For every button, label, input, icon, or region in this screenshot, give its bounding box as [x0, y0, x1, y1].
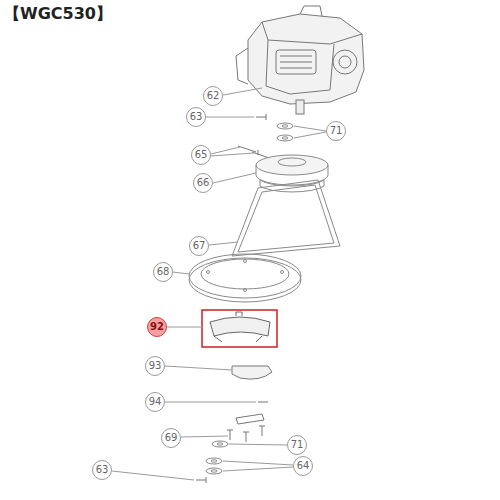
callout-number: 68	[153, 262, 173, 282]
callout-number: 63	[186, 107, 206, 127]
plate-screws	[227, 414, 265, 442]
guard-bracket	[210, 312, 270, 342]
ring	[189, 254, 301, 302]
callout-number: 69	[161, 428, 181, 448]
callout-number: 64	[293, 456, 313, 476]
engine	[236, 6, 364, 114]
callout-number: 67	[189, 236, 209, 256]
callout-number: 63	[92, 460, 112, 480]
callout-number: 71	[287, 435, 307, 455]
callout-number: 92	[147, 317, 167, 337]
callout-number: 66	[193, 173, 213, 193]
diagram-title: 【WGC530】	[4, 4, 112, 25]
callout-number: 71	[326, 121, 346, 141]
callout-number: 62	[203, 86, 223, 106]
callout-number: 93	[145, 356, 165, 376]
callout-number: 65	[191, 145, 211, 165]
belt	[232, 180, 340, 256]
callout-number: 94	[145, 392, 165, 412]
leader-lines	[112, 88, 326, 480]
